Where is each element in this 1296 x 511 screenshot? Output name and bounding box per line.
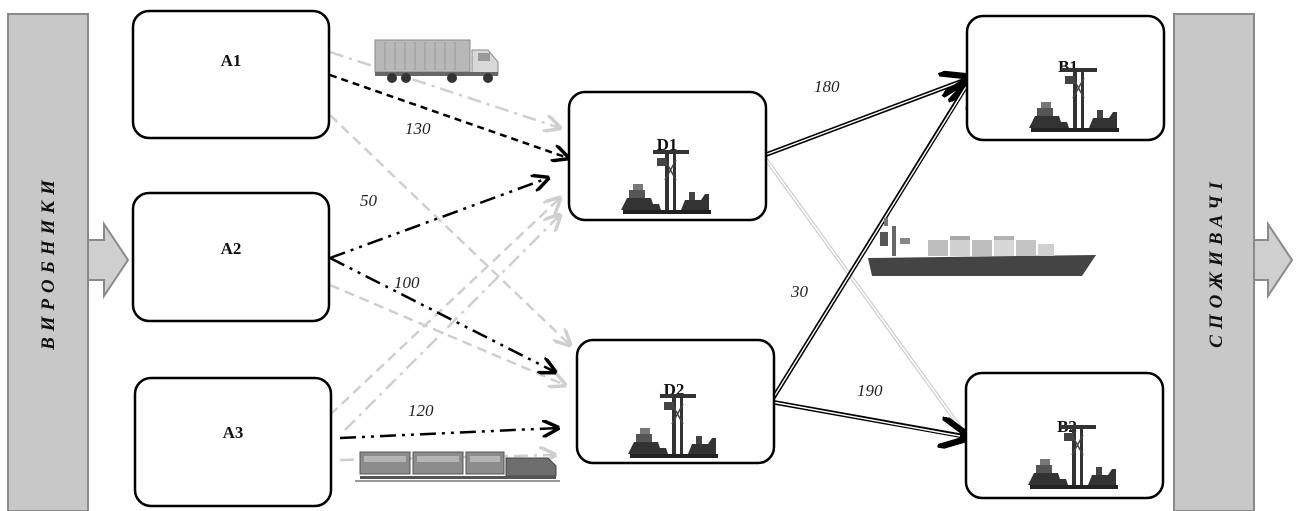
- node-a3: A3: [133, 376, 333, 508]
- node-a2-label: A2: [221, 239, 242, 258]
- flow-label-a3-d2: 120: [408, 401, 434, 420]
- route-a1-d1-alt: [329, 50, 560, 128]
- flow-label-a2-d2: 100: [394, 273, 420, 292]
- route-a2-d1: [329, 178, 548, 260]
- route-a3-d1: [329, 198, 560, 416]
- route-a1-d1: [329, 73, 568, 158]
- producers-band: ВИРОБНИКИ: [7, 13, 89, 511]
- route-a3-d1-alt: [344, 215, 560, 431]
- route-a2-d2: [329, 256, 555, 372]
- node-b2: B2: [964, 371, 1165, 500]
- consumers-arrow-icon: [1253, 220, 1294, 300]
- route-d2-b2: [771, 399, 968, 437]
- node-a2: A2: [131, 191, 331, 323]
- flow-label-d2-b1: 30: [790, 282, 809, 301]
- route-d2-b1: [770, 80, 970, 402]
- route-a3-d2: [339, 428, 558, 440]
- active-routes: [329, 73, 970, 440]
- route-d1-b1: [764, 78, 970, 158]
- node-a1-label: A1: [221, 51, 242, 70]
- producers-arrow-icon: [87, 220, 130, 300]
- consumers-band: СПОЖИВАЧІ: [1173, 13, 1255, 511]
- container-truck-icon: [374, 39, 499, 83]
- producers-label: ВИРОБНИКИ: [38, 174, 59, 351]
- node-d1-label: D1: [657, 135, 678, 154]
- node-a1: A1: [131, 9, 331, 140]
- node-b1: B1: [965, 14, 1166, 142]
- inactive-routes: [329, 50, 970, 460]
- node-d1: D1: [567, 90, 768, 222]
- flow-label-d2-b2: 190: [857, 381, 883, 400]
- flow-label-d1-b1: 180: [814, 77, 840, 96]
- flow-label-a1-d1: 130: [405, 119, 431, 138]
- cargo-ship-icon: [868, 218, 1096, 276]
- consumers-label: СПОЖИВАЧІ: [1206, 176, 1227, 348]
- node-a3-label: A3: [223, 423, 244, 442]
- route-a1-d2: [329, 114, 570, 345]
- route-a2-d2-alt: [329, 283, 565, 385]
- flow-label-a2-d1: 50: [360, 191, 378, 210]
- train-icon: [355, 451, 560, 482]
- node-d2: D2: [575, 338, 776, 465]
